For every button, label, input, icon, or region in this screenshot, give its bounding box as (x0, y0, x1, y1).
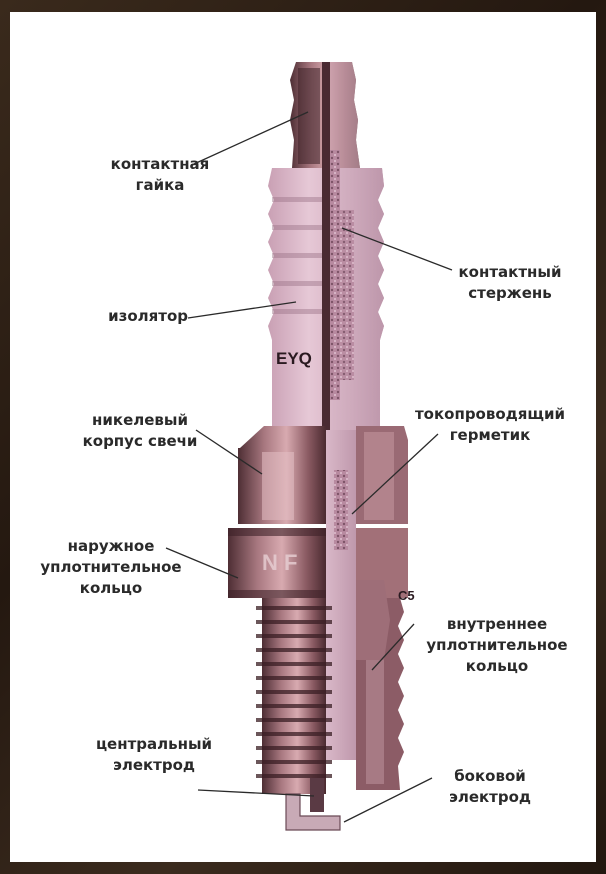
label-side-electrode: боковой электрод (420, 766, 560, 808)
label-inner-seal-ring: внутреннее уплотнительное кольцо (404, 614, 590, 677)
nickel-body-part (238, 426, 408, 524)
body-marking: N F (262, 550, 297, 575)
conductive-sealant-part (326, 430, 356, 760)
label-conductive-sealant: токопроводящий герметик (392, 404, 588, 446)
body-marking-right: C5 (398, 588, 415, 603)
label-contact-nut: контактная гайка (90, 154, 230, 196)
inner-seal-ring-part (356, 580, 390, 660)
label-outer-seal-ring: наружное уплотнительное кольцо (28, 536, 194, 599)
insulator-marking: EYQ (276, 349, 312, 368)
label-center-electrode: центральный электрод (62, 734, 246, 776)
label-contact-rod: контактный стержень (440, 262, 580, 304)
label-insulator: изолятор (60, 306, 188, 327)
label-nickel-body: никелевый корпус свечи (66, 410, 214, 452)
